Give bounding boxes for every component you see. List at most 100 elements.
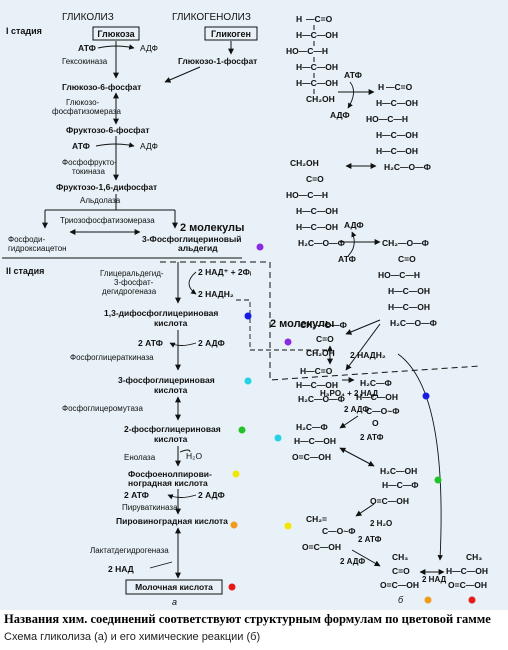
arrow-pg2-pep-right: [355, 503, 375, 517]
gap-1: 3-Фосфоглицериновый: [142, 234, 242, 244]
svg-text:CH₂=: CH₂=: [306, 514, 327, 524]
dhap-1: Фосфоди-: [8, 235, 46, 244]
svg-text:O=C—OH: O=C—OH: [380, 580, 419, 590]
header-glycogenolysis: ГЛИКОГЕНОЛИЗ: [172, 12, 251, 23]
svg-text:CH₂OH: CH₂OH: [306, 348, 335, 358]
atp-2: АТФ: [72, 141, 90, 151]
adp-2: АДФ: [140, 141, 158, 151]
atp-arc-a: [347, 81, 354, 109]
glycolysis-diagram: ГЛИКОЛИЗ ГЛИКОГЕНОЛИЗ I стадия Глюкоза Г…: [2, 12, 488, 607]
dot-cyan-left: [244, 377, 252, 385]
nad-arc: [188, 271, 197, 295]
g1p: Глюкозо-1-фосфат: [178, 56, 257, 66]
svg-text:H₂C—Ф: H₂C—Ф: [360, 378, 392, 388]
svg-text:O=C—OH: O=C—OH: [370, 496, 409, 506]
glycogen-box: [204, 26, 258, 41]
dot-red-left: [228, 583, 236, 591]
svg-text:H—C—OH: H—C—OH: [296, 62, 338, 72]
svg-text:H—C—OH: H—C—OH: [294, 436, 336, 446]
atp-b: АТФ: [338, 254, 356, 264]
dot-green-right: [434, 476, 442, 484]
pep-2: ноградная кислота: [128, 478, 208, 488]
svg-text:H₂C—O—Ф: H₂C—O—Ф: [298, 394, 345, 404]
dot-blue-right: [422, 392, 430, 400]
header-glycolysis: ГЛИКОЛИЗ: [62, 12, 114, 23]
pg3-2: кислота: [154, 385, 188, 395]
enolase: Енолаза: [124, 453, 156, 462]
adp-a: АДФ: [330, 110, 350, 120]
gapdh-1: Глицеральдегид-: [100, 269, 164, 278]
glucose-box: [92, 26, 140, 41]
svg-text:CH₂—O—Ф: CH₂—O—Ф: [382, 238, 429, 248]
dot-yellow-left: [232, 470, 240, 478]
adp-3: 2 АДФ: [198, 338, 225, 348]
lactate-box: [125, 579, 223, 595]
atp-a: АТФ: [344, 70, 362, 80]
dot-green-left: [238, 426, 246, 434]
pyruvate: Пировиноградная кислота: [116, 516, 228, 526]
adp-b: АДФ: [344, 220, 364, 230]
svg-text:—C=O: —C=O: [386, 82, 413, 92]
nadh-to-lactate-arc: [397, 353, 443, 561]
pfk-2: токиназа: [72, 167, 105, 176]
svg-text:C—O~Ф: C—O~Ф: [366, 406, 399, 416]
svg-text:HO—C—H: HO—C—H: [286, 190, 328, 200]
label-b: б: [398, 595, 404, 605]
svg-text:H—C—OH: H—C—OH: [296, 78, 338, 88]
arrow-bpg-pg3-right: [339, 415, 359, 429]
svg-text:H—C—OH: H—C—OH: [446, 566, 488, 576]
label-a: а: [172, 597, 177, 607]
figure-caption: Названия хим. соединений соответствуют с…: [4, 612, 491, 626]
atp-3: 2 АТФ: [138, 338, 163, 348]
svg-text:C—O~Ф: C—O~Ф: [322, 526, 355, 536]
svg-text:CH₂—O—Ф: CH₂—O—Ф: [300, 320, 347, 330]
svg-text:HO—C—H: HO—C—H: [286, 46, 328, 56]
atp-c: 2 АТФ: [360, 433, 384, 442]
svg-text:H: H: [296, 14, 302, 24]
glycogen-label: Гликоген: [211, 29, 251, 39]
svg-text:H₂C—O—Ф: H₂C—O—Ф: [298, 238, 345, 248]
lactate: Молочная кислота: [135, 582, 213, 592]
svg-text:HO—C—H: HO—C—H: [366, 114, 408, 124]
two-molecules-right: 2 молекулы: [270, 318, 334, 330]
pg2-1: 2-фосфоглицериновая: [124, 424, 221, 434]
nadh-shuttle: [236, 299, 330, 351]
dot-orange-left: [230, 521, 238, 529]
svg-text:H: H: [378, 82, 384, 92]
hexokinase: Гексокиназа: [62, 57, 108, 66]
g6p: Глюкозо-6-фосфат: [62, 82, 141, 92]
svg-text:H₂C—O—Ф: H₂C—O—Ф: [384, 162, 431, 172]
atp-4: 2 АТФ: [124, 490, 149, 500]
dot-red-right: [468, 596, 476, 604]
svg-text:H—C—OH: H—C—OH: [388, 302, 430, 312]
svg-text:H₂C—O—Ф: H₂C—O—Ф: [390, 318, 437, 328]
dot-yellow-right: [284, 522, 292, 530]
adp-c: 2 АДФ: [344, 405, 369, 414]
glucose-label: Глюкоза: [97, 29, 135, 39]
svg-text:H—C—OH: H—C—OH: [376, 146, 418, 156]
dot-cyan-right: [274, 434, 282, 442]
svg-text:H—C—OH: H—C—OH: [356, 392, 398, 402]
nad-left: 2 НАД: [108, 564, 134, 574]
svg-text:—C=O: —C=O: [306, 14, 333, 24]
stage-boundary-dashed: [160, 261, 481, 381]
arrow-fbp-gap: [345, 323, 381, 371]
svg-text:C=O: C=O: [392, 566, 410, 576]
pk: Пируваткиназа: [122, 503, 178, 512]
svg-text:C=O: C=O: [398, 254, 416, 264]
svg-text:C=O: C=O: [316, 334, 334, 344]
h3po4-right: H₃PO₄ + 2 НАД: [320, 389, 378, 398]
svg-text:CH₂OH: CH₂OH: [306, 94, 335, 104]
svg-text:H—C—OH: H—C—OH: [296, 30, 338, 40]
svg-text:O=C—OH: O=C—OH: [302, 542, 341, 552]
nad-right: 2 НАД: [422, 575, 447, 584]
structural-formulas: H—C=O H—C—OH HO—C—H H—C—OH H—C—OH CH₂OH …: [286, 14, 488, 590]
arrow-fbp-dhap: [345, 319, 381, 335]
f6p: Фруктозо-6-фосфат: [66, 125, 150, 135]
svg-text:H—C—OH: H—C—OH: [388, 286, 430, 296]
svg-text:H—C—OH: H—C—OH: [376, 98, 418, 108]
adp-atp-arc-3: [169, 342, 197, 348]
arrow-g1p-g6p: [164, 66, 201, 83]
svg-text:O: O: [372, 418, 379, 428]
tpi: Триозофосфатизомераза: [60, 216, 155, 225]
